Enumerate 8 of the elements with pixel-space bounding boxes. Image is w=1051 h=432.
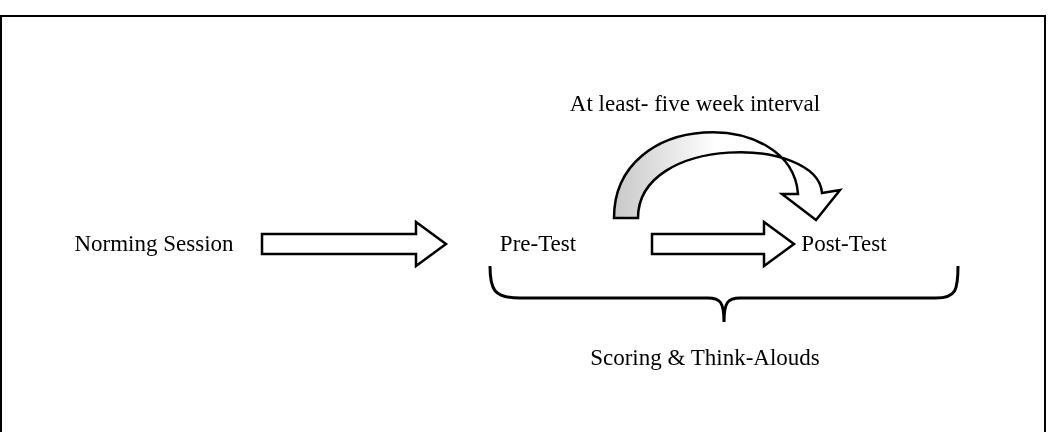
- block-arrow: [650, 219, 797, 269]
- curved-arrow: [612, 131, 842, 222]
- node-label: Post-Test: [801, 231, 887, 255]
- node-label: Norming Session: [74, 231, 234, 255]
- block-arrow: [260, 219, 449, 269]
- group-label: Scoring & Think-Alouds: [589, 346, 821, 369]
- edge-label: At least- five week interval: [568, 92, 822, 115]
- node-label: Pre-Test: [499, 231, 577, 255]
